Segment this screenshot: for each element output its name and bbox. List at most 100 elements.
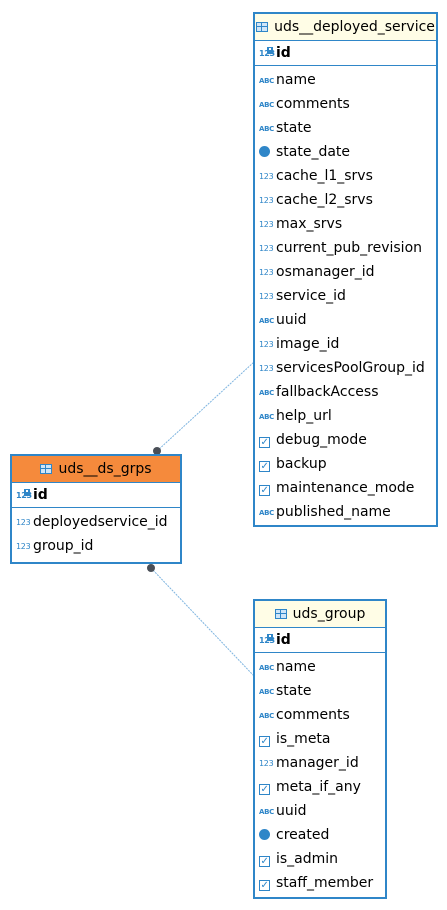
entity-header[interactable]: uds_group [255, 601, 385, 628]
primary-key-row[interactable]: 123id [255, 628, 385, 653]
column-name: comments [276, 707, 350, 723]
clock-icon [259, 824, 276, 848]
relationship-line-deployed-service [156, 361, 255, 452]
checkbox-icon [259, 872, 276, 896]
text-type-icon: ABC [259, 101, 274, 109]
text-type-icon: ABC [259, 712, 274, 720]
key-number-icon: 123 [259, 629, 276, 653]
table-icon [256, 22, 269, 32]
column-row[interactable]: maintenance_mode [255, 476, 436, 500]
column-name: image_id [276, 336, 340, 352]
checkbox-icon [259, 453, 276, 477]
column-name: meta_if_any [276, 779, 361, 795]
column-name: is_meta [276, 731, 331, 747]
checkbox-icon [259, 776, 276, 800]
column-name: backup [276, 456, 327, 472]
entity-header[interactable]: uds__deployed_service [255, 14, 436, 41]
number-type-icon: 123 [259, 196, 274, 205]
column-row[interactable]: backup [255, 452, 436, 476]
checkbox-icon [259, 429, 276, 453]
column-name: servicesPoolGroup_id [276, 360, 425, 376]
number-type-icon: 123 [259, 292, 274, 301]
number-type-icon: 123 [259, 759, 274, 768]
column-row[interactable]: meta_if_any [255, 775, 385, 799]
column-name: group_id [33, 538, 94, 554]
key-number-icon: 123 [16, 484, 33, 508]
column-name: manager_id [276, 755, 359, 771]
relationship-end-dot [147, 564, 155, 572]
column-name: id [276, 45, 291, 61]
text-type-icon: ABC [259, 664, 274, 672]
column-name: cache_l1_srvs [276, 168, 373, 184]
column-name: fallbackAccess [276, 384, 379, 400]
key-number-icon: 123 [259, 42, 276, 66]
number-type-icon: 123 [259, 220, 274, 229]
column-name: created [276, 827, 330, 843]
checkbox-icon [259, 728, 276, 752]
column-name: cache_l2_srvs [276, 192, 373, 208]
column-row[interactable]: created [255, 823, 385, 847]
column-name: published_name [276, 504, 391, 520]
column-name: uuid [276, 803, 307, 819]
entity-header[interactable]: uds__ds_grps [12, 456, 180, 483]
text-type-icon: ABC [259, 77, 274, 85]
clock-icon [259, 141, 276, 165]
checkbox-icon [259, 848, 276, 872]
number-type-icon: 123 [16, 542, 31, 551]
text-type-icon: ABC [259, 317, 274, 325]
entity-deployed-service[interactable]: uds__deployed_service 123id ABCnameABCco… [253, 12, 438, 527]
column-row[interactable]: debug_mode [255, 428, 436, 452]
column-name: comments [276, 96, 350, 112]
column-row[interactable]: is_admin [255, 847, 385, 871]
number-type-icon: 123 [259, 172, 274, 181]
entity-title: uds_group [292, 606, 366, 622]
column-name: current_pub_revision [276, 240, 423, 256]
entity-title: uds__ds_grps [58, 461, 152, 477]
text-type-icon: ABC [259, 688, 274, 696]
entity-ds-grps[interactable]: uds__ds_grps 123id 123deployedservice_id… [10, 454, 182, 564]
primary-key-row[interactable]: 123id [12, 483, 180, 508]
checkbox-icon [259, 477, 276, 501]
column-name: deployedservice_id [33, 514, 168, 530]
column-row[interactable]: staff_member [255, 871, 385, 895]
number-type-icon: 123 [259, 340, 274, 349]
entity-title: uds__deployed_service [274, 19, 435, 35]
column-row[interactable]: is_meta [255, 727, 385, 751]
column-list: ABCnameABCstateABCcommentsis_meta123mana… [255, 653, 385, 895]
number-type-icon: 123 [259, 268, 274, 277]
text-type-icon: ABC [259, 413, 274, 421]
number-type-icon: 123 [259, 244, 274, 253]
primary-key-row[interactable]: 123id [255, 41, 436, 66]
column-name: service_id [276, 288, 346, 304]
text-type-icon: ABC [259, 808, 274, 816]
column-row[interactable]: state_date [255, 140, 436, 164]
entity-group[interactable]: uds_group 123id ABCnameABCstateABCcommen… [253, 599, 387, 899]
column-name: state_date [276, 144, 351, 160]
column-name: name [276, 72, 316, 88]
